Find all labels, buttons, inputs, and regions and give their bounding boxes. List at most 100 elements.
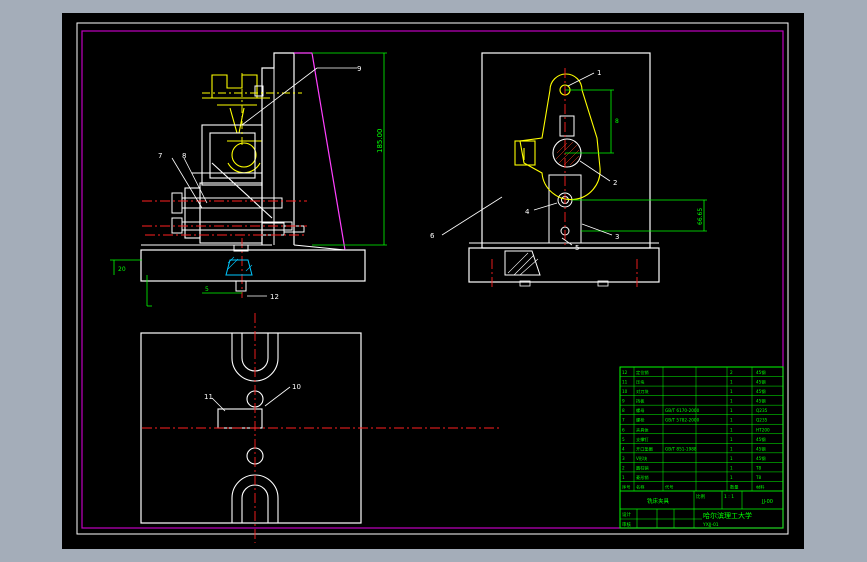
bom-cell-no: 12	[622, 370, 628, 375]
balloon-10: 10	[292, 383, 301, 391]
drawing-number: JJ-00	[761, 499, 773, 505]
drawing-viewport[interactable]: 185.00 20 5 9 7 8 12	[62, 13, 804, 549]
front-pin-hatch	[227, 256, 253, 272]
bom-cell-qty: 1	[730, 418, 733, 423]
side-base	[468, 247, 660, 283]
top-view: 10 11	[140, 313, 502, 543]
drawing-name: 铣床夹具	[647, 497, 670, 505]
side-dovetail-hatch	[507, 252, 539, 276]
bom-cell-no: 9	[622, 399, 625, 404]
front-view: 185.00 20 5 9 7 8 12	[110, 52, 387, 307]
footer-code: YXJJ-01	[702, 522, 719, 528]
outer-frame	[76, 22, 789, 535]
bom-cell-name: V形块	[636, 455, 648, 462]
bom-cell-qty: 数量	[730, 484, 738, 491]
front-centerlines	[142, 200, 307, 298]
checker-label: 审核	[622, 521, 631, 528]
dim-side-offset: 66.65	[697, 208, 704, 225]
dim-bottom-offset: 5	[205, 286, 209, 293]
bom-cell-qty: 1	[730, 389, 733, 394]
balloon-12: 12	[270, 293, 279, 301]
bom-cell-name: 菱形销	[636, 474, 649, 481]
front-bolts	[171, 192, 305, 236]
bom-cell-name: 压块	[636, 379, 645, 386]
bom-cell-no: 6	[622, 427, 625, 432]
bom-cell-name: 开口垫圈	[636, 445, 653, 452]
front-dimensions	[110, 52, 387, 307]
bom-cell-no: 1	[622, 475, 625, 480]
bom-cell-qty: 1	[730, 446, 733, 451]
bom-cell-no: 5	[622, 437, 625, 442]
side-leaders	[441, 72, 613, 246]
bom-cell-material: 45钢	[756, 369, 766, 376]
bom-cell-material: 45钢	[756, 455, 766, 462]
side-locating-pin	[559, 115, 575, 137]
bom-cell-no: 11	[622, 380, 628, 385]
bom-cell-name: 螺栓	[636, 417, 645, 424]
balloon-3: 3	[615, 233, 619, 241]
bom-cell-no: 10	[622, 389, 628, 394]
bom-cell-material: 45钢	[756, 379, 766, 386]
bom-cell-material: 45钢	[756, 388, 766, 395]
scale-value: 1 : 1	[724, 494, 734, 500]
school-name: 哈尔滨理工大学	[703, 511, 752, 520]
bom-cell-qty: 1	[730, 399, 733, 404]
bom-cell-name: 圆柱销	[636, 464, 649, 471]
bom-cell-name: 对刀块	[636, 388, 649, 395]
bom-cell-code: 代号	[665, 484, 673, 491]
bom-cell-material: HT200	[756, 427, 770, 432]
balloon-8: 8	[182, 152, 186, 160]
front-gusset-base	[293, 244, 346, 251]
front-pin-hole	[225, 259, 253, 276]
balloon-7: 7	[158, 152, 162, 160]
bom-cell-material: T8	[755, 465, 762, 470]
bom-cell-qty: 1	[730, 465, 733, 470]
balloon-6: 6	[430, 232, 435, 240]
bom-cell-qty: 2	[730, 370, 733, 375]
balloon-5: 5	[575, 244, 579, 252]
bom-cell-no: 3	[622, 456, 625, 461]
front-base-plate	[140, 249, 366, 282]
scale-label: 比例	[696, 493, 705, 500]
side-feet	[519, 280, 609, 287]
side-dovetail	[504, 250, 541, 276]
bom-cell-no: 序号	[622, 484, 630, 491]
bom-cell-qty: 1	[730, 475, 733, 480]
front-yellow-centerline	[202, 73, 302, 148]
balloon-2: 2	[613, 179, 617, 187]
bom-cell-code: GB/T 6170-2000	[665, 408, 700, 413]
bom-cell-no: 2	[622, 465, 625, 470]
bom-cell-no: 7	[622, 418, 625, 423]
side-centerlines	[491, 68, 638, 288]
bom-cell-name: 名称	[636, 484, 644, 491]
bom-cell-material: 材料	[756, 484, 765, 491]
side-pivot-hatch	[555, 141, 580, 166]
side-view: 8 66.65 1 2 3 4 5 6	[430, 52, 707, 288]
front-small-pin	[254, 85, 264, 97]
top-leaders	[211, 386, 291, 412]
dim-side-pitch: 8	[615, 118, 619, 125]
front-vertical-wall	[261, 52, 295, 245]
bom-cell-material: 45钢	[756, 445, 766, 452]
dim-base-thickness: 20	[118, 266, 126, 273]
bom-cell-qty: 1	[730, 427, 733, 432]
bom-cell-name: 支撑钉	[636, 436, 649, 443]
bom-cell-material: 45钢	[756, 398, 766, 405]
balloon-1: 1	[597, 69, 601, 77]
bom-cell-qty: 1	[730, 380, 733, 385]
front-leaders	[171, 67, 357, 297]
dim-front-height: 185.00	[376, 129, 384, 154]
bom-cell-qty: 1	[730, 408, 733, 413]
bom-cell-qty: 1	[730, 456, 733, 461]
side-dimensions	[565, 89, 707, 232]
bom-cell-name: 夹具体	[636, 426, 649, 433]
bom-cell-name: 定位销	[636, 369, 649, 376]
designer-label: 设计	[622, 511, 631, 518]
top-centerlines	[142, 313, 502, 543]
side-back-plate	[481, 52, 651, 249]
bom-cell-no: 8	[622, 408, 625, 413]
bom-cell-material: Q235	[756, 408, 768, 413]
front-locating-pin	[233, 244, 249, 292]
